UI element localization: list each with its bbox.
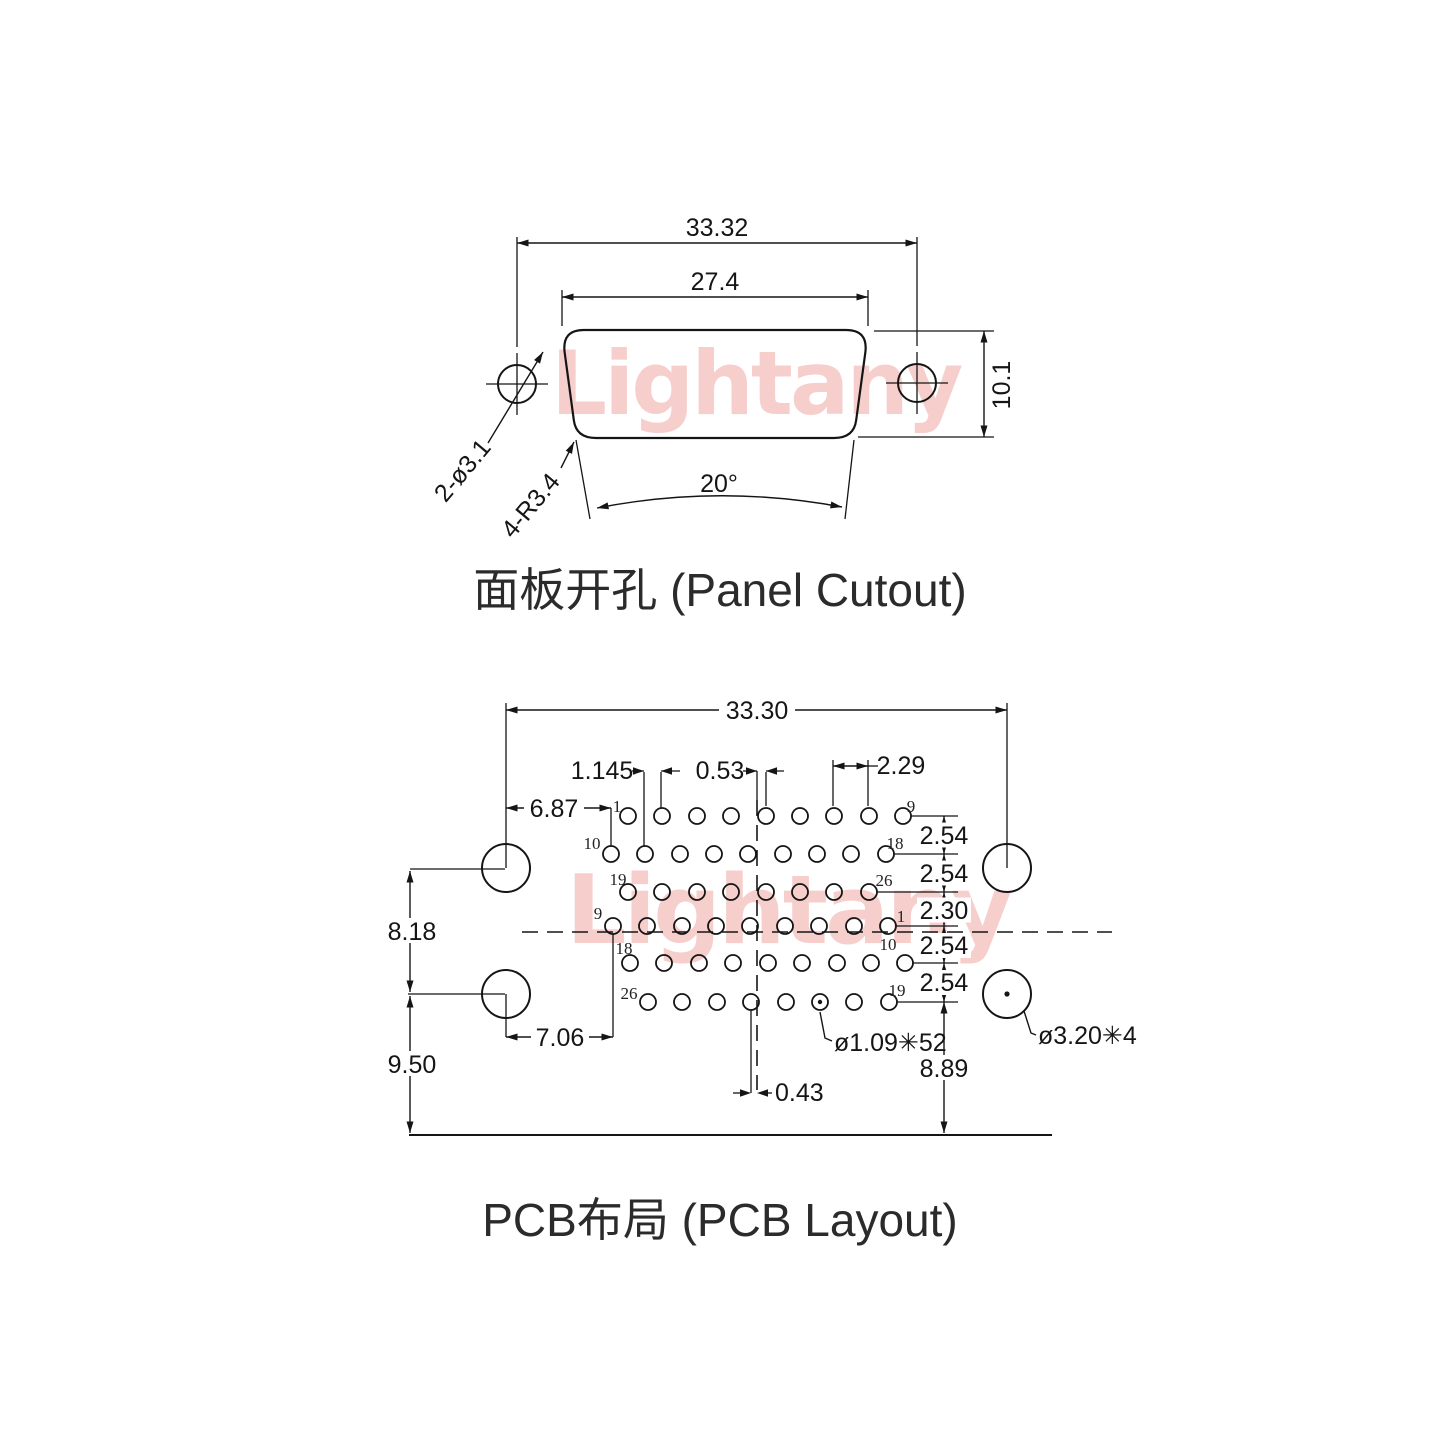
dim-center-offset: 0.53 xyxy=(696,757,784,806)
dim-cutout-height xyxy=(858,330,994,438)
dim-bottom-right-height-label: 8.89 xyxy=(920,1055,969,1083)
pcb-layout-drawing: 33.30 6.87 1.145 xyxy=(384,697,1137,1136)
reference-pin-dot xyxy=(817,999,823,1005)
pin-hole-grid xyxy=(602,807,914,1011)
dim-side-angle xyxy=(575,439,855,520)
dim-mount-row-gap-label: 8.18 xyxy=(388,918,437,946)
mount-hole-spec: ø3.20✳4 xyxy=(1023,1010,1137,1050)
pin-label-lr-19: 19 xyxy=(889,981,906,1000)
row-gap-label-2: 2.54 xyxy=(920,860,969,888)
right-mount-hole xyxy=(886,352,948,414)
pin-label-ll-9: 9 xyxy=(594,904,603,923)
dim-lower-left-offset: 7.06 xyxy=(505,934,614,1052)
dim-bottom-right-height: 8.89 xyxy=(917,1002,971,1133)
dim-row-gap-chain: 2.54 2.54 2.30 2.54 2.54 xyxy=(877,815,971,1003)
dim-pin-pitch-label: 2.29 xyxy=(877,752,926,780)
dim-mount-span-label: 33.30 xyxy=(726,697,789,725)
dim-pin-pitch: 2.29 xyxy=(832,752,926,806)
dim-side-angle-label: 20° xyxy=(700,470,738,498)
dim-cutout-width-label: 27.4 xyxy=(691,268,740,296)
pin-label-ll-26: 26 xyxy=(621,984,638,1003)
panel-cutout-drawing: 33.32 27.4 10.1 20° 2-ø3.1 4-R3.4 xyxy=(429,214,1016,543)
row-gap-label-5: 2.54 xyxy=(920,969,969,997)
left-mount-hole xyxy=(486,353,548,415)
dim-bottom-left-height-label: 9.50 xyxy=(388,1051,437,1079)
dim-mount-span: 33.30 xyxy=(505,697,1008,868)
corner-radius-leader xyxy=(560,441,575,469)
pin-label-ul-10: 10 xyxy=(584,834,601,853)
pin-hole-spec: ø1.09✳52 xyxy=(819,1011,947,1057)
dim-outer-span xyxy=(516,237,918,347)
dim-row-offset-label: 1.145 xyxy=(571,757,634,785)
pin-label-lr-1: 1 xyxy=(897,907,906,926)
row-gap-label-1: 2.54 xyxy=(920,822,969,850)
mount-holes-label: 2-ø3.1 xyxy=(429,434,497,507)
pin-hole-spec-label: ø1.09✳52 xyxy=(834,1029,947,1057)
pin-number-labels: 1 10 19 9 18 26 9 18 26 1 10 19 xyxy=(584,797,916,1003)
row-gap-label-4: 2.54 xyxy=(920,932,969,960)
corner-radius-label: 4-R3.4 xyxy=(496,468,566,544)
pin-label-lr-10: 10 xyxy=(880,935,897,954)
row-gap-label-3: 2.30 xyxy=(920,897,969,925)
pin-label-ur-18: 18 xyxy=(887,834,904,853)
dim-bottom-center-offset-label: 0.43 xyxy=(775,1079,824,1107)
cutout-body-outline xyxy=(563,328,867,440)
dim-left-offset-label: 6.87 xyxy=(530,795,579,823)
dim-row-offset: 1.145 xyxy=(571,757,680,846)
dim-cutout-height-label: 10.1 xyxy=(988,361,1016,410)
dim-center-offset-label: 0.53 xyxy=(696,757,745,785)
pin-label-ll-18: 18 xyxy=(616,939,633,958)
pin-label-ul-1: 1 xyxy=(613,797,622,816)
pin-label-ur-26: 26 xyxy=(876,871,893,890)
panel-cutout-title: 面板开孔 (Panel Cutout) xyxy=(473,564,967,616)
dim-left-offset: 6.87 xyxy=(506,795,612,846)
pin-label-ur-9: 9 xyxy=(907,797,916,816)
mount-hole-leader xyxy=(487,351,544,444)
pin-label-ul-19: 19 xyxy=(610,870,627,889)
pcb-layout-title: PCB布局 (PCB Layout) xyxy=(482,1194,958,1246)
dim-left-side: 8.18 9.50 xyxy=(384,868,1052,1136)
dim-bottom-center-offset: 0.43 xyxy=(733,1010,824,1107)
dim-cutout-width xyxy=(561,290,869,326)
dim-outer-span-label: 33.32 xyxy=(686,214,749,242)
mount-hole-spec-label: ø3.20✳4 xyxy=(1038,1022,1137,1050)
dim-lower-left-offset-label: 7.06 xyxy=(536,1024,585,1052)
